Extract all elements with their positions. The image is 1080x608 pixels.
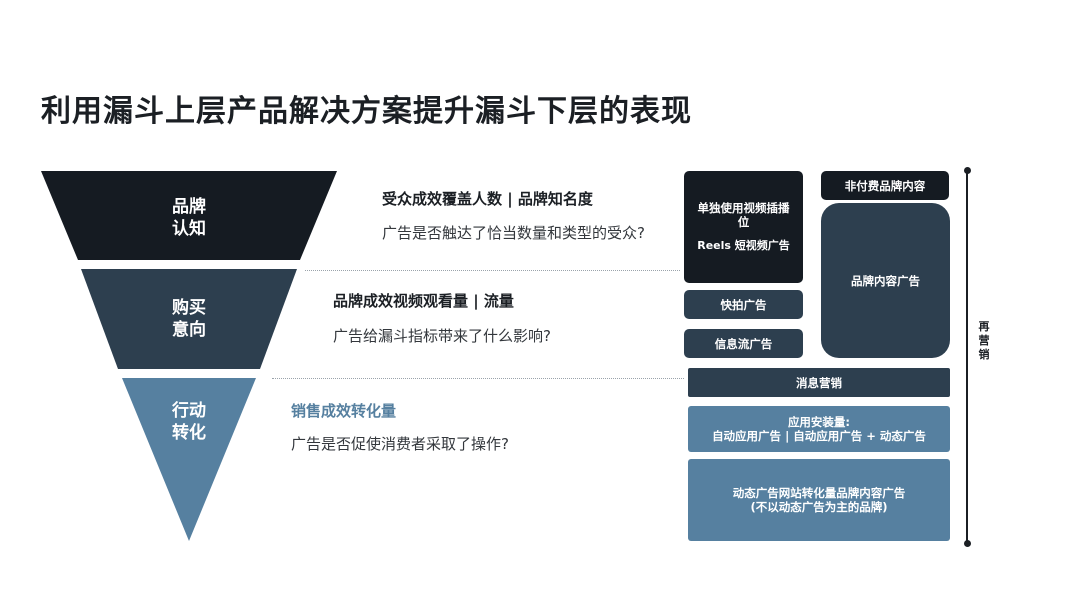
funnel-stage-consideration — [81, 269, 297, 369]
funnel-stage-awareness — [41, 171, 337, 260]
funnel-stage-conversion — [122, 378, 256, 541]
remarketing-line-bottom-dot — [963, 540, 971, 547]
metric-consideration: 品牌成效视频观看量 | 流量 — [333, 292, 514, 310]
question-conversion: 广告是否促使消费者采取了操作? — [291, 435, 509, 453]
page-title: 利用漏斗上层产品解决方案提升漏斗下层的表现 — [41, 94, 692, 129]
remarketing-label: 再营销 — [978, 320, 990, 361]
question-consideration: 广告给漏斗指标带来了什么影响? — [333, 327, 551, 345]
dynamic-ads-box: 动态广告网站转化量品牌内容广告 (不以动态广告为主的品牌) — [688, 459, 950, 541]
feed-ad-box: 信息流广告 — [684, 329, 803, 358]
messaging-box: 消息营销 — [688, 368, 950, 397]
branded-content-ad-box: 品牌内容广告 — [821, 203, 950, 358]
remarketing-line-top-dot — [963, 167, 971, 174]
metric-awareness: 受众成效覆盖人数 | 品牌知名度 — [382, 190, 593, 208]
metric-conversion: 销售成效转化量 — [291, 402, 397, 420]
divider-awareness — [305, 270, 680, 271]
stage-label-consideration: 购买意向 — [172, 298, 206, 340]
question-awareness: 广告是否触达了恰当数量和类型的受众? — [382, 224, 645, 242]
standalone-video-box: 单独使用视频插播 位 Reels 短视频广告 — [684, 171, 803, 283]
quick-snap-ad-box: 快拍广告 — [684, 290, 803, 319]
non-paid-brand-content-box: 非付费品牌内容 — [821, 171, 949, 200]
divider-consideration — [272, 378, 684, 379]
stage-label-awareness: 品牌认知 — [172, 197, 206, 239]
app-install-box: 应用安装量: 自动应用广告 | 自动应用广告 + 动态广告 — [688, 406, 950, 452]
stage-label-conversion: 行动转化 — [172, 401, 206, 443]
remarketing-line — [966, 170, 968, 545]
